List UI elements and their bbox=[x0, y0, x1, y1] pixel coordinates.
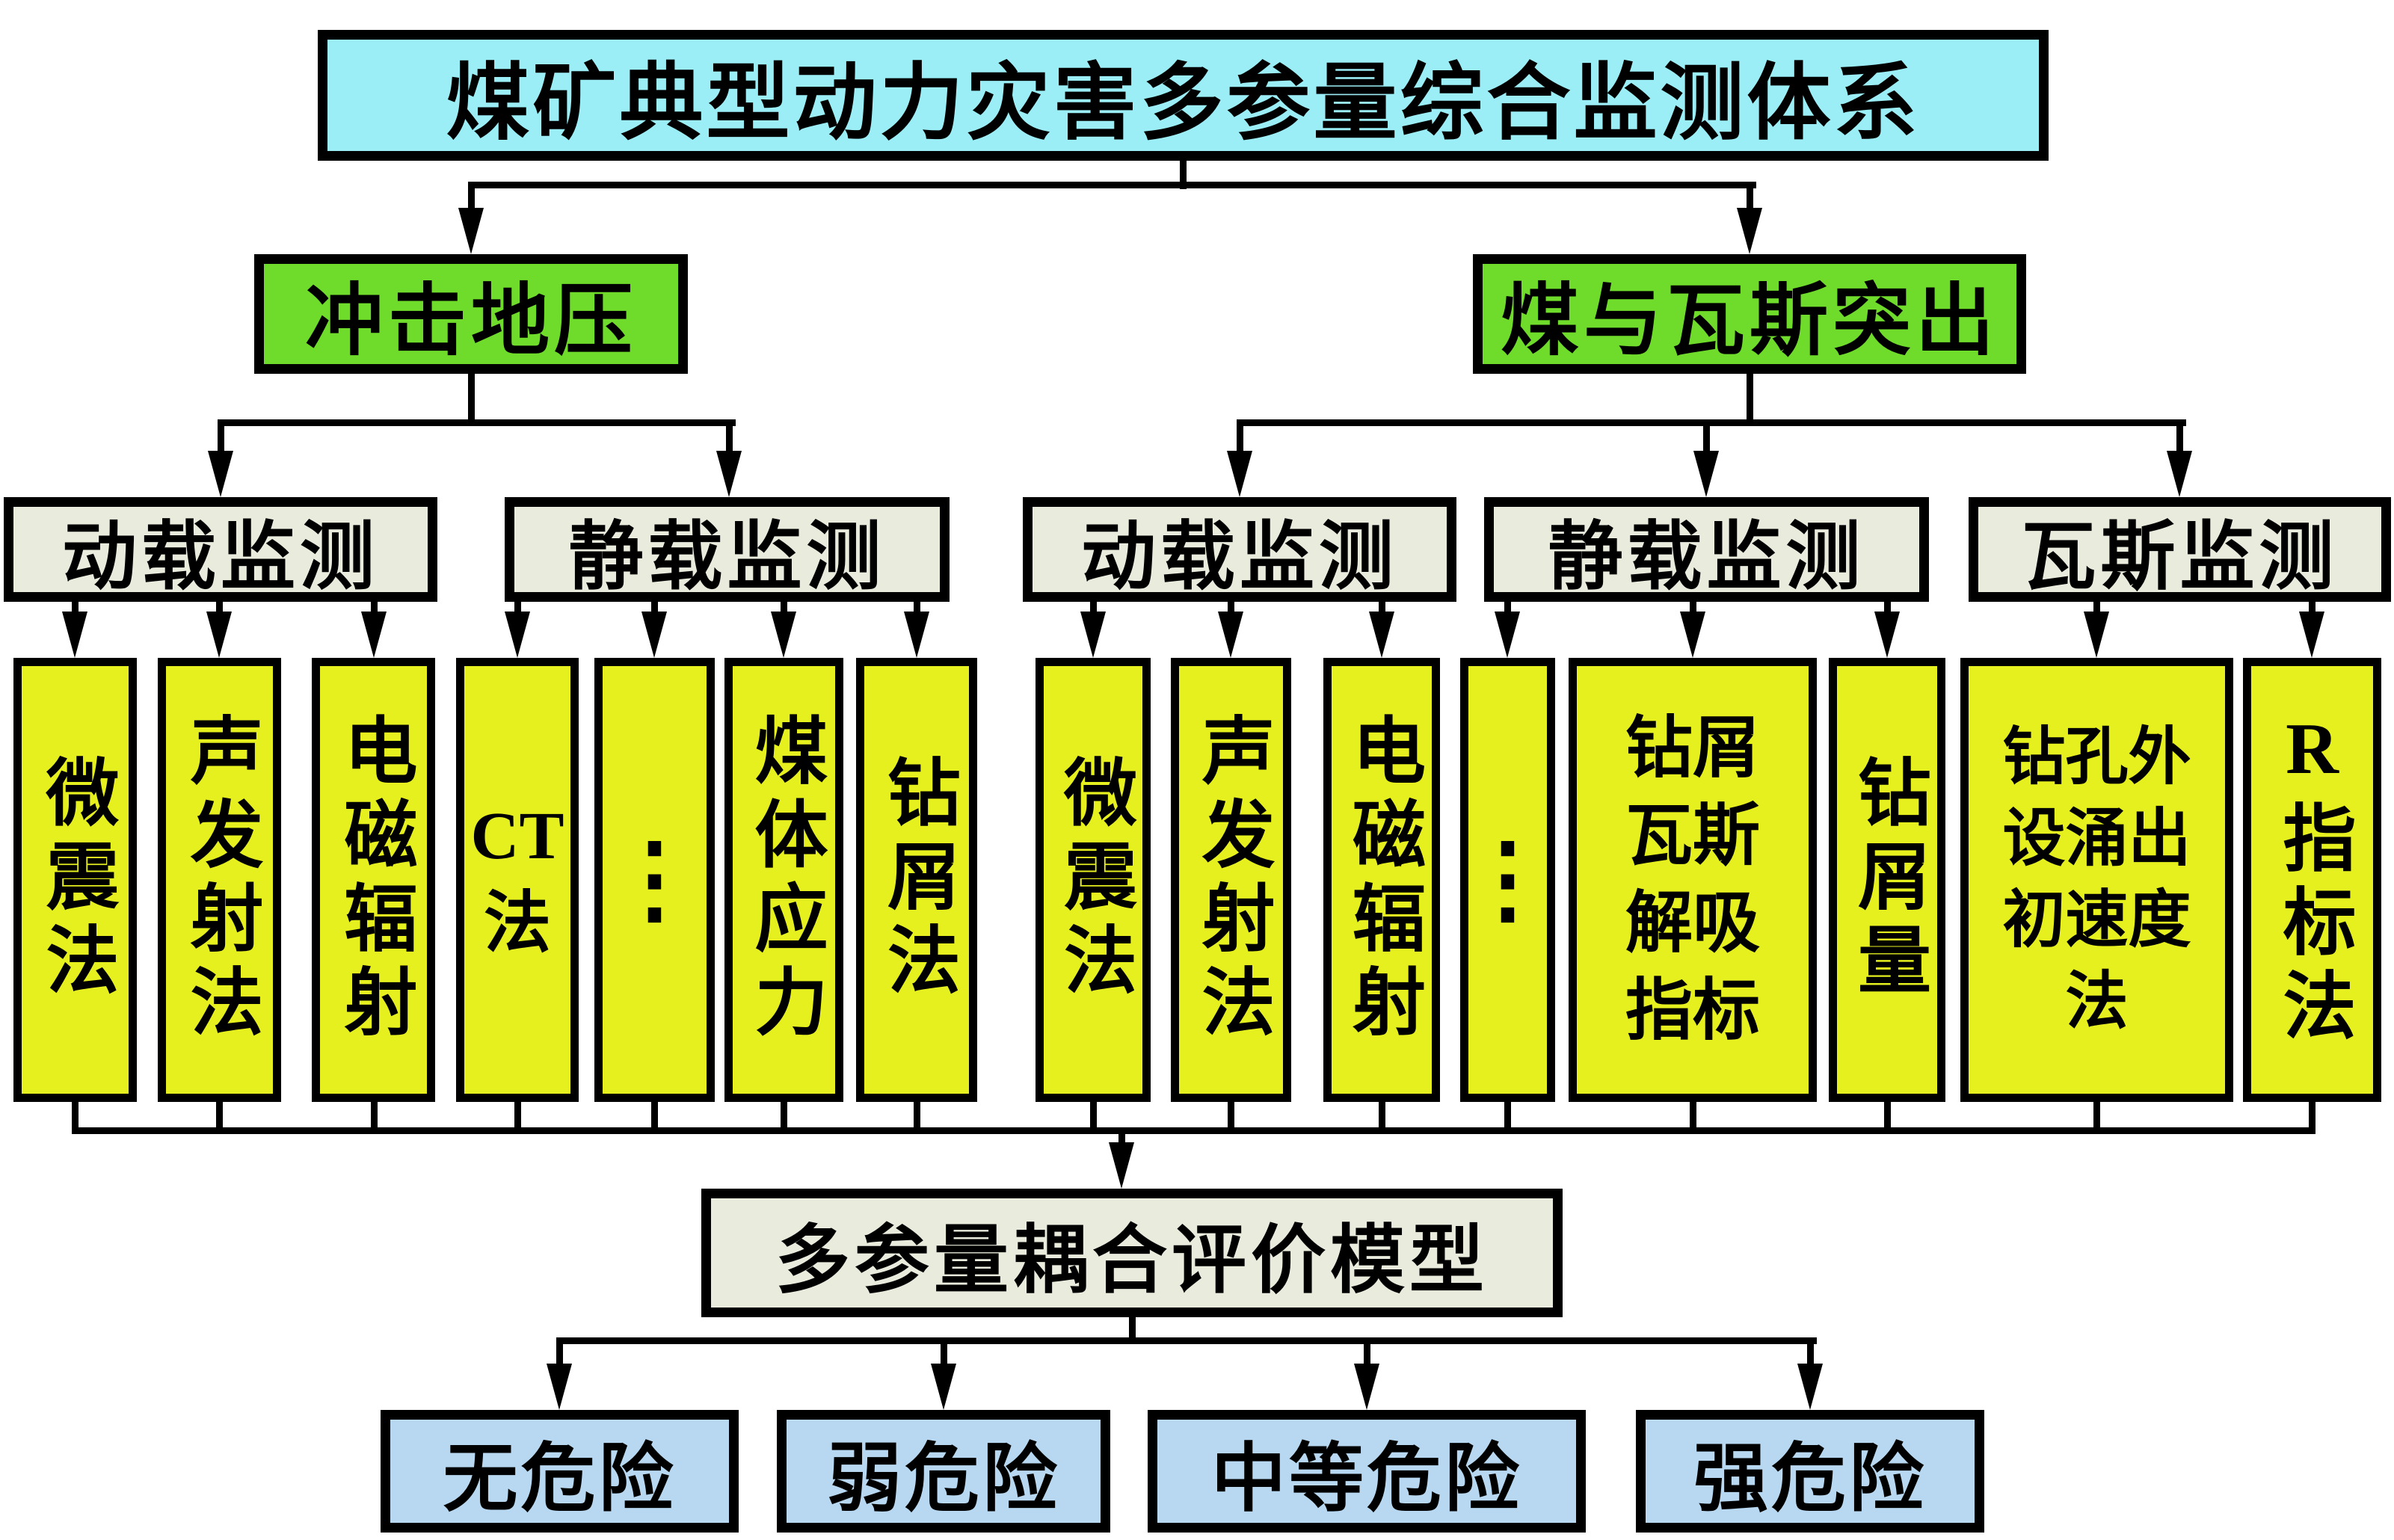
category-ob-gas-box: 瓦斯监测 bbox=[1969, 497, 2391, 602]
method-rb-microseismic-box: 微震法 bbox=[13, 658, 137, 1102]
method-rb-acoustic-emission-box: 声发射法 bbox=[158, 658, 281, 1102]
risk-medium-box: 中等危险 bbox=[1148, 1410, 1586, 1533]
method-ob-borehole-emission-velocity-label: 钻孔外设涌出初速度法 bbox=[2002, 722, 2191, 1038]
category-ob-static-load-label: 静载监测 bbox=[1548, 515, 1865, 599]
method-ob-microseismic-label: 微震法 bbox=[1053, 754, 1133, 1005]
model-box: 多参量耦合评价模型 bbox=[701, 1189, 1563, 1317]
risk-weak-label: 弱危险 bbox=[827, 1437, 1060, 1521]
method-rb-ct-label: CT法 bbox=[470, 799, 564, 961]
method-ob-em-radiation-label: 电磁辐射 bbox=[1341, 712, 1422, 1047]
method-ob-ellipsis-label: ⋮ bbox=[1459, 826, 1557, 934]
category-rb-static-load-label: 静载监测 bbox=[568, 515, 886, 599]
hazard-rockburst-box: 冲击地压 bbox=[254, 254, 688, 374]
method-rb-drill-cuttings-box: 钻屑法 bbox=[856, 658, 977, 1102]
method-ob-cuttings-amount-box: 钻屑量 bbox=[1829, 658, 1945, 1102]
method-rb-coal-stress-label: 煤体应力 bbox=[743, 712, 825, 1047]
title-label: 煤矿典型动力灾害多参量综合监测体系 bbox=[446, 57, 1921, 150]
risk-none-box: 无危险 bbox=[381, 1410, 739, 1533]
method-ob-r-index-label: R指标法 bbox=[2271, 709, 2353, 1051]
method-rb-drill-cuttings-label: 钻屑法 bbox=[876, 754, 957, 1005]
method-ob-r-index-box: R指标法 bbox=[2243, 658, 2381, 1102]
method-ob-cuttings-amount-label: 钻屑量 bbox=[1847, 754, 1927, 1005]
method-ob-borehole-emission-velocity-box: 钻孔外设涌出初速度法 bbox=[1960, 658, 2233, 1102]
method-ob-microseismic-box: 微震法 bbox=[1036, 658, 1151, 1102]
method-ob-ellipsis-box: ⋮ bbox=[1459, 658, 1557, 1102]
hazard-outburst-label: 煤与瓦斯突出 bbox=[1500, 277, 1998, 365]
category-ob-static-load-box: 静载监测 bbox=[1484, 497, 1929, 602]
category-rb-dynamic-load-box: 动载监测 bbox=[4, 497, 437, 602]
hazard-outburst-box: 煤与瓦斯突出 bbox=[1473, 254, 2026, 374]
method-rb-ellipsis-label: ⋮ bbox=[606, 826, 704, 934]
hazard-rockburst-label: 冲击地压 bbox=[304, 277, 637, 365]
category-rb-static-load-box: 静载监测 bbox=[505, 497, 950, 602]
method-rb-acoustic-emission-label: 声发射法 bbox=[179, 712, 260, 1047]
model-label: 多参量耦合评价模型 bbox=[775, 1219, 1489, 1302]
category-ob-gas-label: 瓦斯监测 bbox=[2021, 515, 2339, 599]
method-ob-acoustic-emission-box: 声发射法 bbox=[1171, 658, 1291, 1102]
method-rb-ct-box: CT法 bbox=[456, 658, 579, 1102]
category-ob-dynamic-load-box: 动载监测 bbox=[1023, 497, 1456, 602]
method-rb-em-radiation-box: 电磁辐射 bbox=[312, 658, 435, 1102]
method-rb-microseismic-label: 微震法 bbox=[34, 754, 116, 1005]
title-box: 煤矿典型动力灾害多参量综合监测体系 bbox=[318, 30, 2049, 161]
category-ob-dynamic-load-label: 动载监测 bbox=[1081, 515, 1398, 599]
method-rb-ellipsis-box: ⋮ bbox=[594, 658, 715, 1102]
method-ob-acoustic-emission-label: 声发射法 bbox=[1190, 712, 1272, 1047]
risk-strong-box: 强危险 bbox=[1636, 1410, 1984, 1533]
risk-weak-box: 弱危险 bbox=[777, 1410, 1110, 1533]
risk-medium-label: 中等危险 bbox=[1211, 1437, 1522, 1521]
risk-none-label: 无危险 bbox=[443, 1437, 677, 1521]
method-ob-em-radiation-box: 电磁辐射 bbox=[1323, 658, 1440, 1102]
method-ob-cuttings-desorption-index-box: 钻屑瓦斯解吸指标 bbox=[1569, 658, 1817, 1102]
category-rb-dynamic-load-label: 动载监测 bbox=[62, 515, 379, 599]
method-ob-cuttings-desorption-index-label: 钻屑瓦斯解吸指标 bbox=[1625, 712, 1760, 1048]
risk-strong-label: 强危险 bbox=[1693, 1437, 1927, 1521]
method-rb-coal-stress-box: 煤体应力 bbox=[724, 658, 843, 1102]
method-rb-em-radiation-label: 电磁辐射 bbox=[333, 712, 414, 1047]
